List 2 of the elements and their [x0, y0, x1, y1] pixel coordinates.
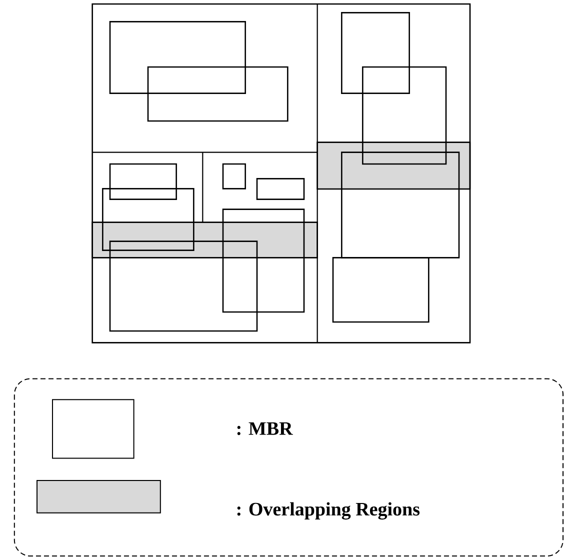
legend-label: : Overlapping Regions	[237, 502, 420, 520]
legend-label: : MBR	[237, 422, 293, 436]
